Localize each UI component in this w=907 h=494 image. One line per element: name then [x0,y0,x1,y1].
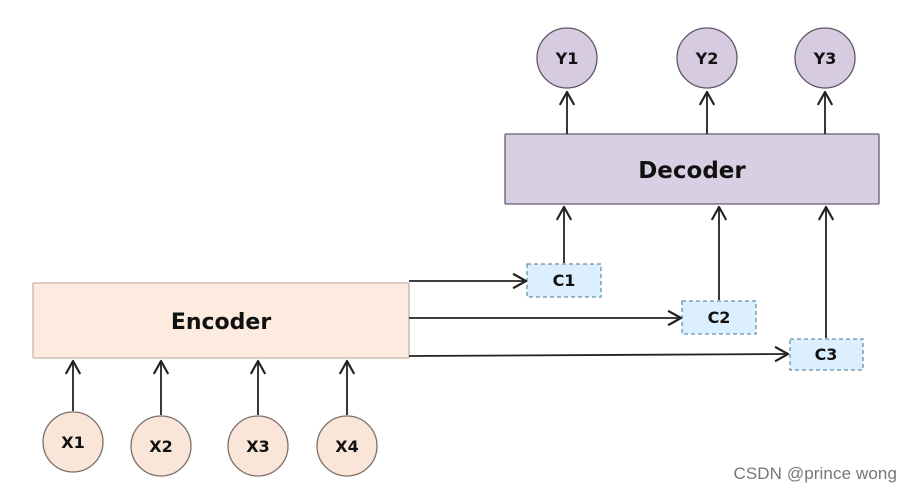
input-node-x2 [130,415,192,477]
csdn-watermark: CSDN @prince wong [733,464,897,483]
output-node-y1 [536,27,598,89]
input-node-x1-label: X1 [61,433,84,452]
output-node-y2-label: Y2 [695,49,719,68]
encoder-box [32,282,410,359]
output-node-y1-label: Y1 [555,49,579,68]
encoder-label: Encoder [171,310,272,335]
output-node-y3 [794,27,856,89]
input-node-x1 [42,411,104,473]
input-node-x3 [227,415,289,477]
input-node-x2-label: X2 [149,437,172,456]
decoder-box [504,133,880,205]
context-box-c2-label: C2 [708,308,731,327]
input-node-x4 [316,415,378,477]
decoder-label: Decoder [638,158,746,184]
output-node-y3-label: Y3 [813,49,837,68]
context-box-c2 [681,300,757,335]
arrow-encoder-to-c3 [408,346,790,362]
input-node-x3-label: X3 [246,437,269,456]
context-box-c3-label: C3 [815,345,838,364]
input-node-x4-label: X4 [335,437,358,456]
context-box-c1-label: C1 [553,271,576,290]
output-node-y2 [676,27,738,89]
context-box-c3 [789,338,864,371]
